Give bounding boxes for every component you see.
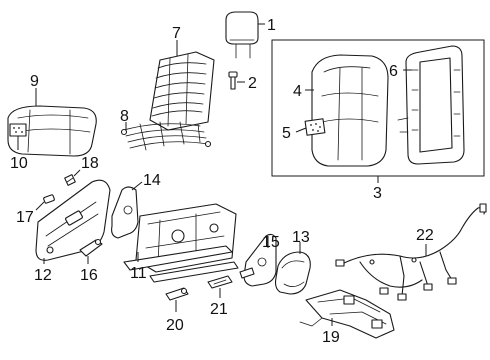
clip (64, 174, 76, 186)
cushion-heater-pad (9, 123, 27, 137)
seatback-spring (149, 51, 215, 131)
callout-15: 15 (262, 234, 280, 251)
small-bracket-21 (207, 275, 233, 289)
switch-knob (43, 194, 55, 204)
small-bracket-20 (165, 287, 189, 301)
callout-18: 18 (81, 155, 99, 172)
cushion-spring (120, 121, 212, 151)
leader-14 (131, 181, 143, 191)
callout-1: 1 (267, 17, 276, 34)
callout-6: 6 (389, 63, 398, 80)
leader-18 (73, 169, 81, 177)
headrest (225, 11, 259, 59)
seat-cushion (7, 105, 97, 157)
callout-7: 7 (172, 25, 181, 42)
callout-9: 9 (30, 73, 39, 90)
callout-12: 12 (34, 267, 52, 284)
callout-13: 13 (292, 229, 310, 246)
callout-11: 11 (130, 265, 147, 282)
seat-frame-track (123, 203, 239, 283)
callout-10: 10 (10, 155, 28, 172)
heater-pad (304, 118, 326, 136)
leader-5 (295, 127, 307, 133)
callout-21: 21 (210, 301, 228, 318)
leader-17 (35, 201, 45, 211)
seatback-frame (397, 45, 465, 165)
inner-bracket (111, 186, 139, 239)
seatback-cover (311, 54, 389, 167)
seat-side-trim (35, 179, 111, 261)
callout-3: 3 (373, 185, 382, 202)
callout-19: 19 (322, 329, 340, 346)
callout-8: 8 (120, 108, 129, 125)
callout-17: 17 (16, 209, 34, 226)
callout-5: 5 (282, 125, 291, 142)
adjust-lever (79, 238, 103, 257)
headrest-guide (228, 71, 238, 90)
callout-2: 2 (248, 75, 257, 92)
callout-14: 14 (143, 172, 161, 189)
wire-harness (335, 203, 487, 301)
side-shield (274, 251, 311, 295)
under-seat-harness (299, 289, 395, 339)
callout-4: 4 (293, 83, 302, 100)
callout-20: 20 (166, 317, 184, 334)
callout-22: 22 (416, 227, 434, 244)
callout-16: 16 (80, 267, 98, 284)
